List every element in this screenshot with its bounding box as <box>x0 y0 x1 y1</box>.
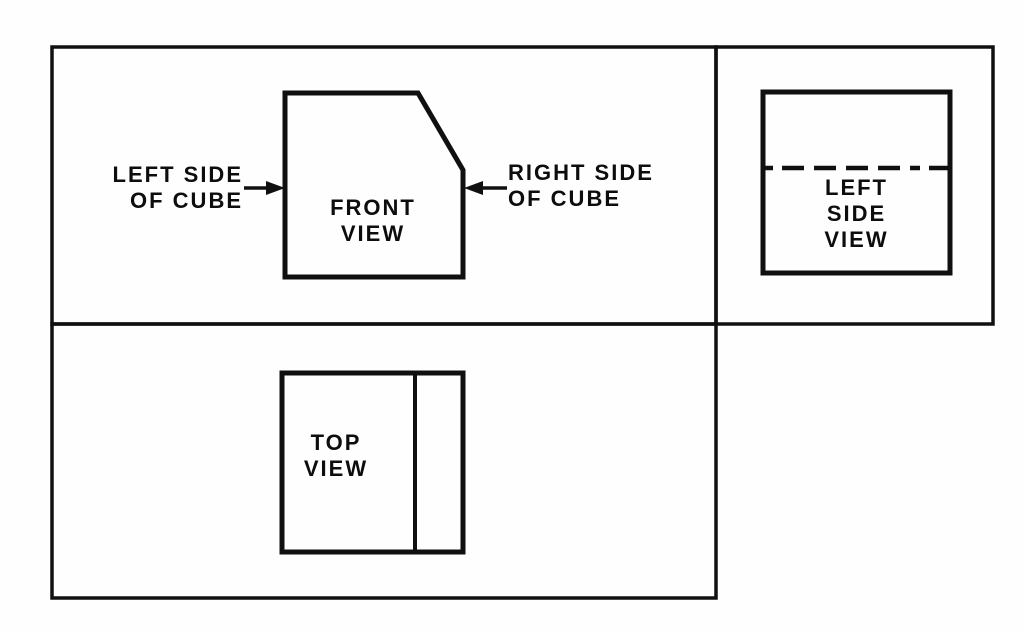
left-arrowhead-icon <box>266 181 285 195</box>
right-side-of-cube-label: RIGHT SIDE OF CUBE <box>508 160 654 211</box>
left-side-view-panel <box>714 45 995 326</box>
left-side-of-cube-label: LEFT SIDE OF CUBE <box>112 162 243 213</box>
left-side-arrow <box>244 181 285 195</box>
right-side-arrow <box>464 181 507 195</box>
left-side-view-label: LEFT SIDE VIEW <box>824 175 889 252</box>
front-view-outline <box>282 90 466 280</box>
left-side-view-outline <box>760 89 953 276</box>
front-view-label: FRONT VIEW <box>330 195 416 246</box>
top-view-outline <box>279 370 466 555</box>
right-arrowhead-icon <box>464 181 483 195</box>
top-view-label: TOP VIEW <box>303 430 369 481</box>
top-view-panel <box>50 322 718 600</box>
